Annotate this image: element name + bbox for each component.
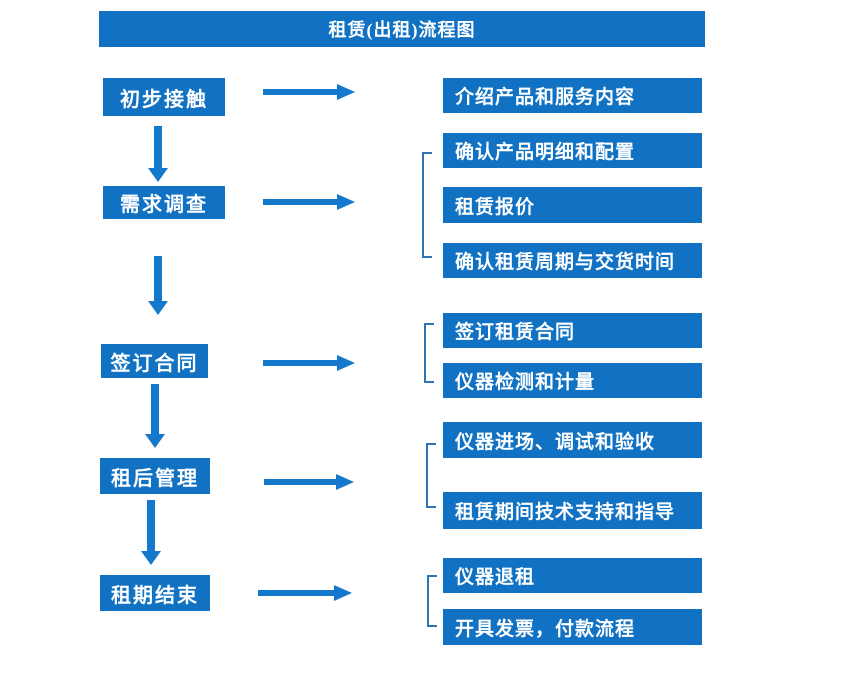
step-box-demand-survey: 需求调查 bbox=[103, 186, 225, 219]
step-box-rental-end: 租期结束 bbox=[100, 575, 210, 611]
right-arrow-rental-end bbox=[258, 585, 352, 601]
down-arrow-2 bbox=[148, 256, 168, 315]
right-arrow-post-rental-management bbox=[264, 474, 354, 490]
right-arrow-demand-survey bbox=[263, 194, 355, 210]
group-bracket-demand-survey bbox=[422, 152, 432, 258]
detail-box-confirm-rental-period: 确认租赁周期与交货时间 bbox=[443, 243, 702, 278]
right-arrow-sign-contract bbox=[263, 355, 355, 371]
step-box-initial-contact: 初步接触 bbox=[103, 78, 225, 116]
detail-box-instrument-testing: 仪器检测和计量 bbox=[443, 363, 702, 398]
step-box-sign-contract: 签订合同 bbox=[101, 344, 208, 378]
detail-box-invoice-payment: 开具发票，付款流程 bbox=[443, 609, 702, 645]
detail-box-sign-rental-contract: 签订租赁合同 bbox=[443, 313, 702, 348]
detail-box-confirm-product-details: 确认产品明细和配置 bbox=[443, 133, 702, 168]
detail-box-rental-quote: 租赁报价 bbox=[443, 187, 702, 223]
down-arrow-3 bbox=[145, 384, 165, 448]
detail-box-technical-support: 租赁期间技术支持和指导 bbox=[443, 492, 702, 529]
group-bracket-rental-end bbox=[427, 575, 437, 627]
down-arrow-1 bbox=[148, 126, 168, 182]
detail-box-instrument-entry-acceptance: 仪器进场、调试和验收 bbox=[443, 422, 702, 458]
page-title: 租赁(出租)流程图 bbox=[99, 11, 705, 47]
group-bracket-sign-contract bbox=[424, 323, 434, 383]
group-bracket-post-rental-management bbox=[426, 443, 436, 508]
step-box-post-rental-management: 租后管理 bbox=[100, 458, 210, 494]
down-arrow-4 bbox=[141, 500, 161, 565]
detail-box-instrument-return: 仪器退租 bbox=[443, 558, 702, 593]
right-arrow-initial-contact bbox=[263, 84, 355, 100]
detail-box-introduce-products: 介绍产品和服务内容 bbox=[443, 78, 702, 113]
